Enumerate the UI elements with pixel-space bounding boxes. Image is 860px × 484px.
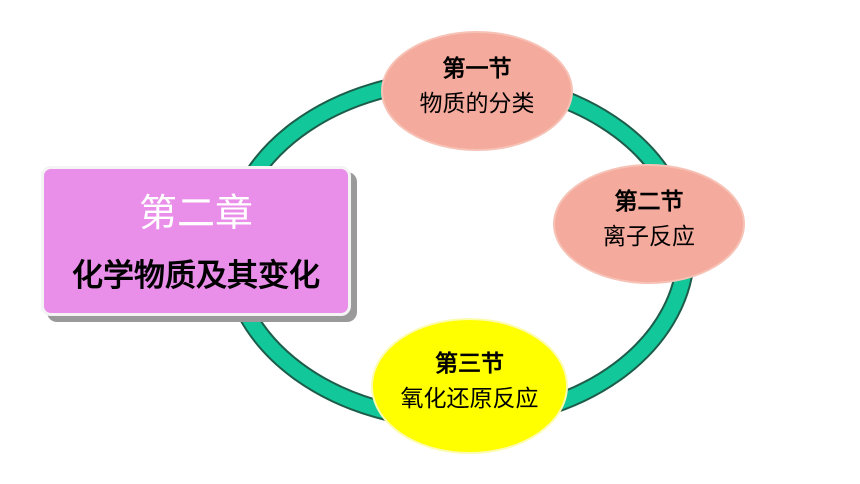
section-number: 第二节 <box>614 189 684 215</box>
chapter-title: 化学物质及其变化 <box>72 258 320 294</box>
section-number: 第一节 <box>442 56 512 82</box>
section-title: 氧化还原反应 <box>400 386 539 412</box>
section-title: 离子反应 <box>603 224 695 250</box>
chapter-number: 第二章 <box>138 191 253 235</box>
section-number: 第三节 <box>435 351 504 377</box>
chapter-box: 第二章 化学物质及其变化 <box>41 166 351 316</box>
section-title: 物质的分类 <box>419 91 535 117</box>
section-node-3: 第三节 氧化还原反应 <box>371 318 568 454</box>
section-node-2: 第二节 离子反应 <box>553 164 745 284</box>
section-node-1: 第一节 物质的分类 <box>381 31 573 151</box>
